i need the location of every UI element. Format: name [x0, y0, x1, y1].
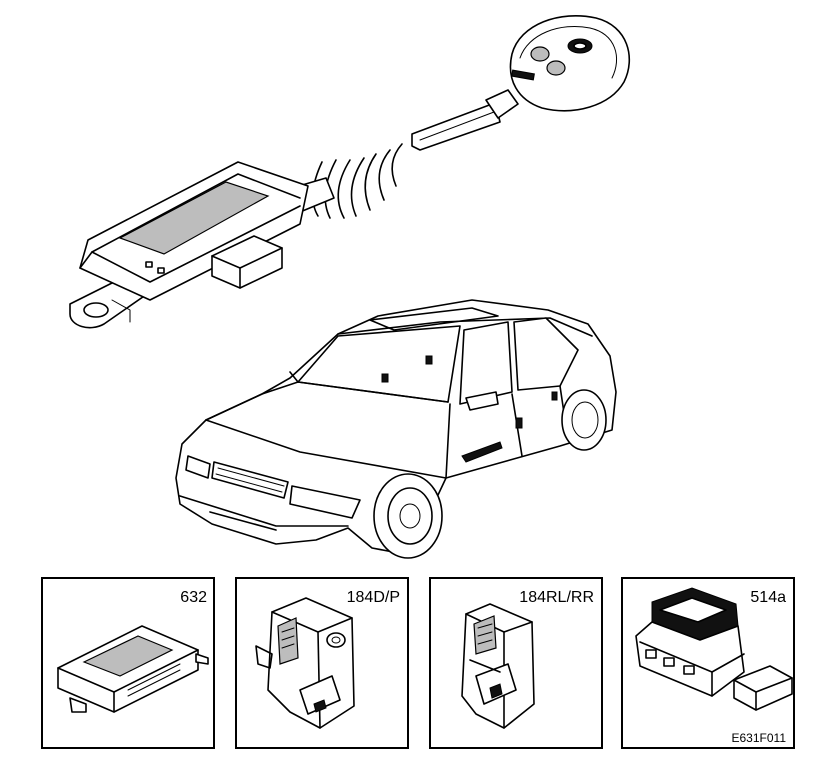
panel-label-184rlrr: 184RL/RR: [519, 589, 594, 606]
switch-module-icon: [635, 587, 793, 711]
door-lock-rear-icon: [461, 603, 535, 729]
panel-184dp: 184D/P: [235, 577, 409, 749]
figure-code: E631F011: [732, 731, 787, 745]
key-fob-illustration: [411, 14, 631, 151]
panel-514a: 514a E631F011: [621, 577, 795, 749]
receiver-module-illustration: [69, 161, 335, 329]
car-illustration: [175, 299, 617, 559]
panel-184rlrr: 184RL/RR: [429, 577, 603, 749]
panel-label-514a: 514a: [750, 589, 786, 606]
panel-label-632: 632: [180, 589, 207, 606]
control-module-icon: [57, 625, 209, 713]
door-lock-front-icon: [255, 597, 355, 729]
panel-632: 632: [41, 577, 215, 749]
panel-label-184dp: 184D/P: [347, 589, 400, 606]
